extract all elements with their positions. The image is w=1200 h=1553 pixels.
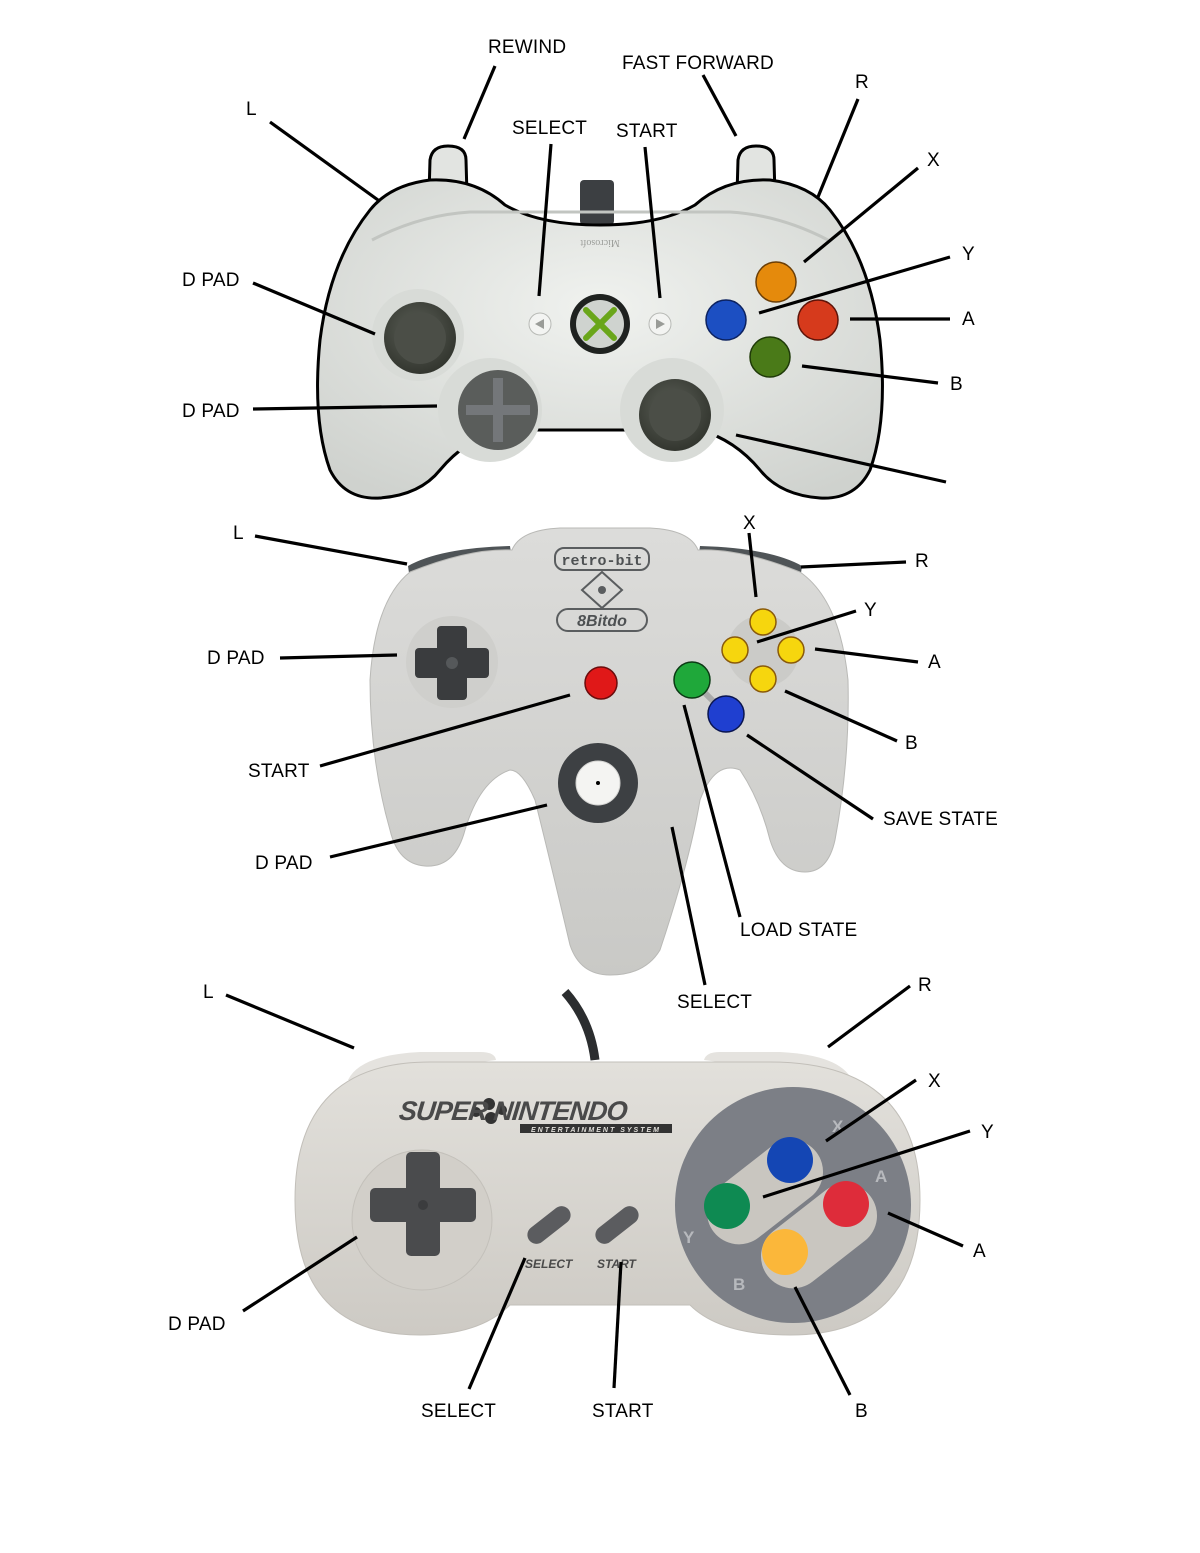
b-button (797, 299, 839, 341)
snes-label-dpad: D PAD (168, 1314, 226, 1335)
snes-label-select: SELECT (421, 1401, 497, 1422)
c-down-button (749, 665, 777, 693)
snes-subtitle-text: ENTERTAINMENT SYSTEM (531, 1127, 661, 1134)
face-print-a: A (875, 1167, 887, 1186)
snes-logo: SUPER NINTENDO ENTERTAINMENT SYSTEM (398, 1095, 672, 1134)
x-button (705, 299, 747, 341)
n64-label-select: SELECT (677, 992, 753, 1013)
snes-x-button (767, 1137, 813, 1183)
n64-blue-button (707, 695, 745, 733)
snes-leader-lines (225, 984, 971, 1396)
xbox-label-rewind: REWIND (488, 37, 567, 58)
c-left-button (721, 636, 749, 664)
snes-select-print: SELECT (525, 1257, 574, 1271)
snes-y-button (704, 1183, 750, 1229)
xbox-label-fast-forward: FAST FORWARD (622, 53, 774, 74)
snes-label-l: L (203, 982, 214, 1003)
n64-label-x: X (743, 513, 756, 534)
n64-label-a: A (928, 652, 941, 673)
xbox-label-select: SELECT (512, 118, 588, 139)
a-button (749, 336, 791, 378)
c-right-button (777, 636, 805, 664)
snes-cable (561, 989, 600, 1061)
snes-label-y: Y (981, 1122, 994, 1143)
xbox-label-a: A (962, 309, 975, 330)
snes-label-x: X (928, 1071, 941, 1092)
xbox-label-dpad-stick: D PAD (182, 270, 240, 291)
xbox-label-y: Y (962, 244, 975, 265)
xbox-label-b: B (950, 374, 963, 395)
snes-start-button (595, 1206, 639, 1244)
snes-label-a: A (973, 1241, 986, 1262)
n64-label-start: START (248, 761, 310, 782)
brand-text: Microsoft (580, 237, 620, 248)
snes-start-print: START (597, 1257, 638, 1271)
retrobit-logo: retro-bit (561, 553, 642, 570)
n64-start-button (584, 666, 618, 700)
c-up-button (749, 608, 777, 636)
snes-a-button (823, 1181, 869, 1227)
snes-label-b: B (855, 1401, 868, 1422)
n64-green-button (673, 661, 711, 699)
n64-label-y: Y (864, 600, 877, 621)
snes-b-button (762, 1229, 808, 1275)
face-print-y: Y (683, 1228, 695, 1247)
n64-label-dpad: D PAD (207, 648, 265, 669)
snes-controller: SUPER NINTENDO ENTERTAINMENT SYSTEM SELE… (225, 984, 971, 1396)
xbox-label-x: X (927, 150, 940, 171)
n64-label-r: R (915, 551, 929, 572)
xbox-leader-lines (252, 65, 951, 484)
xbox-label-start: START (616, 121, 678, 142)
face-print-b: B (733, 1275, 745, 1294)
snes-label-start: START (592, 1401, 654, 1422)
n64-controller: retro-bit 8Bitdo (254, 527, 919, 986)
n64-label-save-state: SAVE STATE (883, 809, 998, 830)
xbox-controller: Microsoft (252, 65, 951, 500)
n64-leader-lines (254, 532, 919, 986)
cable-connector (580, 180, 614, 225)
y-button (755, 261, 797, 303)
n64-label-load-state: LOAD STATE (740, 920, 858, 941)
xbox-label-dpad: D PAD (182, 401, 240, 422)
n64-label-l: L (233, 523, 244, 544)
snes-dpad (370, 1152, 476, 1256)
n64-label-dpad-stick: D PAD (255, 853, 313, 874)
snes-label-r: R (918, 975, 932, 996)
xbox-label-r: R (855, 72, 869, 93)
8bitdo-logo: 8Bitdo (577, 613, 627, 630)
n64-label-b: B (905, 733, 918, 754)
xbox-label-l: L (246, 99, 257, 120)
n64-dpad (415, 626, 489, 700)
snes-select-button (527, 1206, 571, 1244)
snes-brand-text: SUPER NINTENDO (398, 1095, 630, 1126)
